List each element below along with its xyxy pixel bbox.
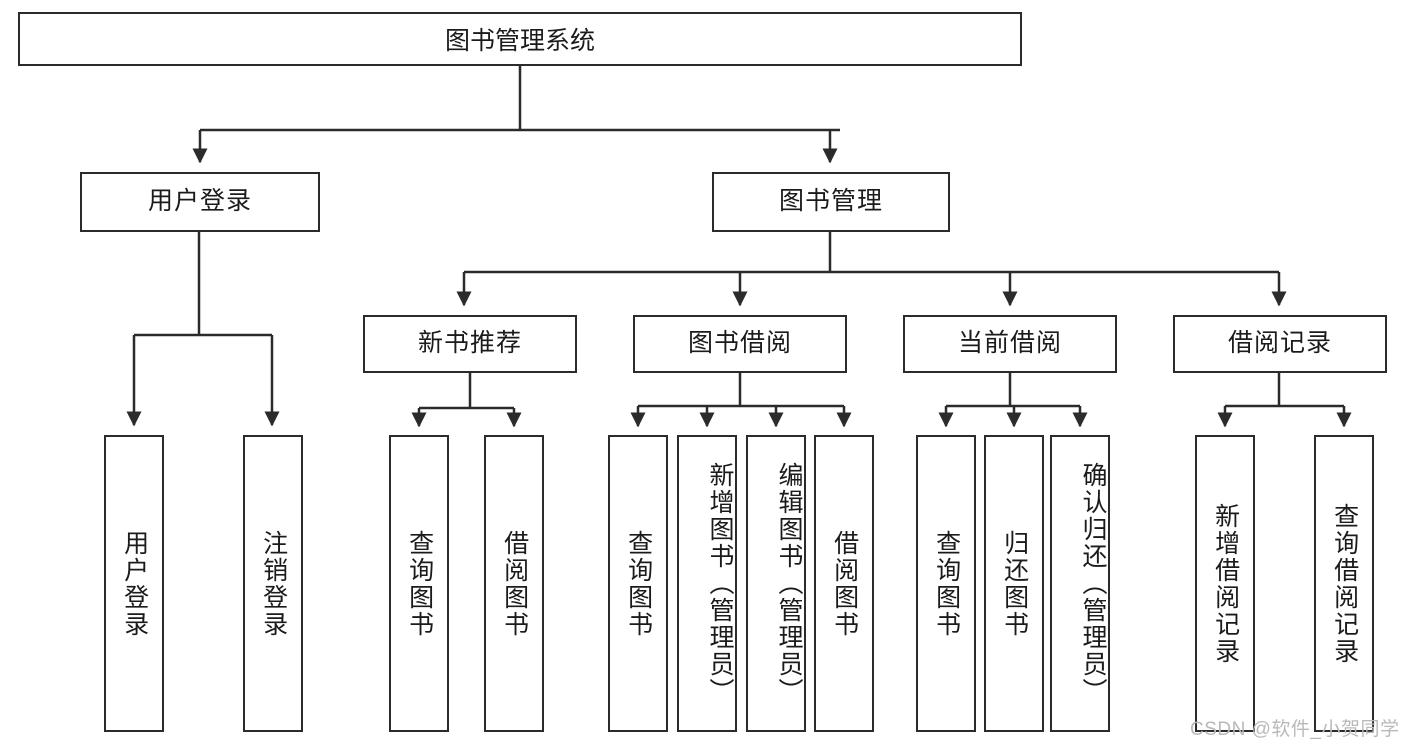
node-label: 借阅图书 [500, 529, 529, 638]
node-user-login[interactable]: 用户登录 [80, 172, 320, 232]
node-label: 图书借阅 [687, 329, 792, 358]
leaf-node[interactable]: 用户登录 [104, 435, 164, 732]
node-book-management[interactable]: 图书管理 [712, 172, 950, 232]
node-label: 归还图书 [1000, 529, 1029, 638]
edges-root-to-level2 [192, 66, 840, 164]
node-label: 借阅记录 [1227, 329, 1332, 358]
node-label: 确认归还（管理员） [1079, 462, 1107, 705]
leaf-node[interactable]: 确认归还（管理员） [1050, 435, 1110, 732]
node-label: 新增借阅记录 [1211, 502, 1240, 665]
leaf-node[interactable]: 查询图书 [608, 435, 668, 732]
node-label: 新书推荐 [417, 329, 522, 358]
node-label: 用户登录 [120, 529, 149, 638]
node-label: 查询借阅记录 [1330, 502, 1359, 665]
node-label: 查询图书 [405, 529, 434, 638]
leaf-node[interactable]: 新增图书（管理员） [677, 435, 737, 732]
edges-current-borrow-to-leaves [938, 373, 1088, 428]
node-label: 当前借阅 [957, 329, 1062, 358]
node-label: 编辑图书（管理员） [775, 462, 803, 705]
node-borrow-records[interactable]: 借阅记录 [1173, 315, 1387, 373]
leaf-node[interactable]: 查询图书 [389, 435, 449, 732]
leaf-node[interactable]: 归还图书 [984, 435, 1044, 732]
edges-borrow-to-leaves [630, 373, 852, 428]
node-label: 用户登录 [147, 187, 252, 216]
leaf-node[interactable]: 新增借阅记录 [1195, 435, 1255, 732]
node-label: 查询图书 [624, 529, 653, 638]
node-label: 新增图书（管理员） [706, 462, 734, 705]
edges-user-login-to-leaves [126, 232, 280, 427]
edges-book-manage-to-level3 [456, 232, 1287, 307]
node-book-borrow[interactable]: 图书借阅 [633, 315, 847, 373]
leaf-node[interactable]: 借阅图书 [484, 435, 544, 732]
csdn-watermark: CSDN @软件_小贺同学 [1190, 719, 1400, 740]
node-label: 借阅图书 [830, 529, 859, 638]
leaf-node[interactable]: 编辑图书（管理员） [746, 435, 806, 732]
node-label: 图书管理系统 [444, 27, 595, 55]
node-current-borrow[interactable]: 当前借阅 [903, 315, 1117, 373]
node-label: 图书管理 [778, 187, 883, 216]
node-label: 注销登录 [259, 529, 288, 638]
edges-records-to-leaves [1217, 373, 1352, 428]
leaf-node[interactable]: 借阅图书 [814, 435, 874, 732]
leaf-node[interactable]: 注销登录 [243, 435, 303, 732]
node-label: 查询图书 [932, 529, 961, 638]
leaf-node[interactable]: 查询借阅记录 [1314, 435, 1374, 732]
edges-new-book-to-leaves [411, 373, 522, 428]
leaf-node[interactable]: 查询图书 [916, 435, 976, 732]
node-new-book-recommend[interactable]: 新书推荐 [363, 315, 577, 373]
node-root-system[interactable]: 图书管理系统 [18, 12, 1022, 66]
